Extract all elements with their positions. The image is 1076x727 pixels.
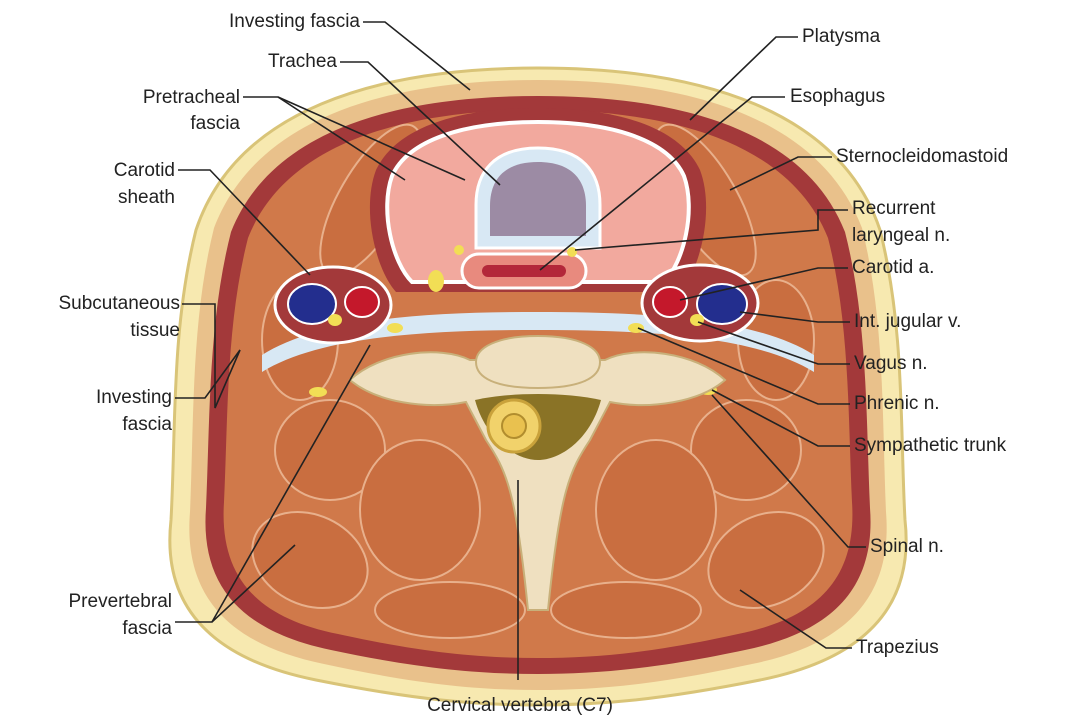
label-phrenic-nerve: Phrenic n. <box>854 392 940 415</box>
recurrent-laryngeal-nerve-right <box>567 247 577 257</box>
label-recurrent-line1: Recurrent <box>852 197 935 220</box>
esophagus <box>462 254 586 288</box>
label-carotid-sheath-line1: Carotid <box>20 159 175 182</box>
label-sternocleidomastoid: Sternocleidomastoid <box>836 145 1008 168</box>
trachea <box>476 148 600 248</box>
label-vagus-nerve: Vagus n. <box>854 352 928 375</box>
deep-muscle-right-2 <box>596 440 716 580</box>
label-esophagus: Esophagus <box>790 85 885 108</box>
label-sympathetic-trunk: Sympathetic trunk <box>854 434 1006 457</box>
spinal-nerve-left <box>309 387 327 397</box>
vagus-nerve-left <box>328 314 342 326</box>
lower-muscle-left <box>375 582 525 638</box>
label-platysma: Platysma <box>802 25 880 48</box>
label-prevertebral-line2: fascia <box>0 617 172 640</box>
lower-muscle-right <box>551 582 701 638</box>
phrenic-nerve-left <box>387 323 403 333</box>
recurrent-laryngeal-nerve-left <box>454 245 464 255</box>
label-subcutaneous-line1: Subcutaneous <box>0 292 180 315</box>
carotid-artery-right <box>653 287 687 317</box>
label-cervical-vertebra: Cervical vertebra (C7) <box>380 694 660 717</box>
label-internal-jugular: Int. jugular v. <box>854 310 961 333</box>
label-carotid-sheath-line2: sheath <box>20 186 175 209</box>
label-trachea: Trachea <box>170 50 337 73</box>
label-prevertebral-line1: Prevertebral <box>0 590 172 613</box>
label-investing-fascia-top: Investing fascia <box>150 10 360 33</box>
label-recurrent-line2: laryngeal n. <box>852 224 950 247</box>
deep-muscle-left-2 <box>360 440 480 580</box>
label-investing-fascia-left-line1: Investing <box>0 386 172 409</box>
carotid-artery-left <box>345 287 379 317</box>
label-spinal-nerve: Spinal n. <box>870 535 944 558</box>
label-carotid-artery: Carotid a. <box>852 256 934 279</box>
carotid-sheath-left <box>275 267 391 343</box>
label-investing-fascia-left-line2: fascia <box>0 413 172 436</box>
carotid-sheath-right <box>642 265 758 341</box>
label-subcutaneous-line2: tissue <box>0 319 180 342</box>
label-pretracheal-line2: fascia <box>60 112 240 135</box>
parathyroid-left <box>428 270 444 292</box>
phrenic-nerve-right <box>628 323 644 333</box>
label-pretracheal-line1: Pretracheal <box>60 86 240 109</box>
label-trapezius: Trapezius <box>856 636 939 659</box>
